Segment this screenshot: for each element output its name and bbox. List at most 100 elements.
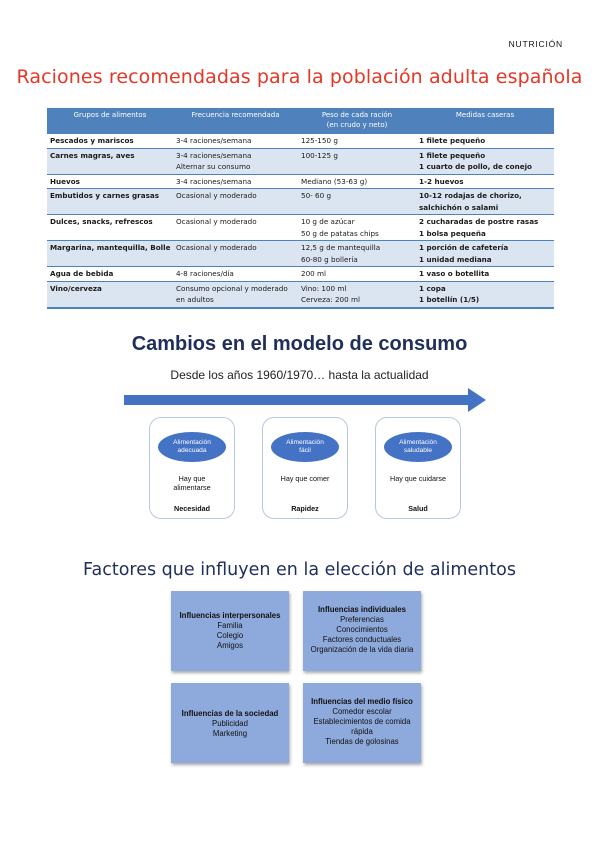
table-row: Agua de bebida 4-8 raciones/día 200 ml 1 va… — [47, 266, 554, 282]
weight-cell-text: Mediano (53-63 g) — [301, 176, 368, 186]
weight-cell-text: Vino: 100 ml — [301, 283, 347, 293]
household-measure-cell-text: 1 copa — [419, 283, 446, 293]
frequency-cell-text: 3-4 raciones/semana — [176, 150, 252, 160]
factor-heading: Influencias de la sociedad — [181, 709, 279, 718]
frequency-cell-text: Consumo opcional y moderado — [176, 283, 288, 293]
table-header-row: Grupos de alimentos Frecuencia recomenda… — [47, 108, 554, 134]
model-description-line: Hay que comer — [280, 474, 330, 483]
household-measure-cell: 1 copa 1 botellín (1/5) — [416, 281, 554, 309]
household-measure-cell-text: 1 filete pequeño — [419, 136, 486, 145]
column-header: Medidas caseras — [416, 108, 554, 134]
frequency-cell: 4-8 raciones/día — [173, 266, 298, 282]
food-group-cell-text: Carnes magras, aves — [50, 150, 135, 160]
frequency-cell-text: 3-4 raciones/semana — [176, 136, 252, 145]
household-measure-cell: 1 vaso o botellita — [416, 266, 554, 282]
frequency-cell-text: en adultos — [176, 295, 214, 304]
rations-table-wrap: Grupos de alimentos Frecuencia recomenda… — [47, 108, 554, 309]
rations-title: Raciones recomendadas para la población … — [16, 66, 583, 88]
table-row: Huevos 3-4 raciones/semana Mediano (53-63 … — [47, 174, 554, 189]
model-keyword: Rapidez — [291, 504, 319, 513]
section-tag: NUTRICIÓN — [508, 39, 563, 49]
weight-cell-text: 50- 60 g — [301, 191, 332, 200]
frequency-cell: Ocasional y moderado — [173, 214, 298, 241]
column-header: Grupos de alimentos — [47, 108, 173, 134]
household-measure-cell: 1 filete pequeño — [416, 134, 554, 149]
food-group-cell-text: Agua de bebida — [50, 269, 114, 278]
household-measure-cell-text: 10-12 rodajas de chorizo, — [419, 191, 522, 200]
household-measure-cell-text: 1 botellín (1/5) — [419, 295, 480, 304]
food-group-cell: Carnes magras, aves — [47, 148, 173, 175]
household-measure-cell-text: 1 filete pequeño — [419, 150, 486, 160]
model-keyword: Salud — [408, 504, 428, 513]
food-group-cell: Vino/cerveza — [47, 281, 173, 309]
consumption-subtitle: Desde los años 1960/1970… hasta la actua… — [170, 368, 429, 382]
household-measure-cell-text: 1 unidad mediana — [419, 254, 492, 264]
household-measure-cell-text: 1 vaso o botellita — [419, 269, 490, 278]
weight-cell-text: 12,5 g de mantequilla — [301, 243, 381, 252]
model-oval-text: saludable — [403, 447, 433, 454]
consumption-title: Cambios en el modelo de consumo — [131, 333, 468, 355]
food-group-cell-text: Huevos — [50, 176, 80, 186]
weight-cell: 50- 60 g — [298, 188, 416, 215]
rations-table: Grupos de alimentos Frecuencia recomenda… — [47, 108, 554, 309]
frequency-cell: 3-4 raciones/semana — [173, 174, 298, 189]
factor-heading: Influencias del medio físico — [311, 697, 413, 706]
household-measure-cell-text: 2 cucharadas de postre rasas — [419, 217, 539, 226]
frequency-cell-text: Ocasional y moderado — [176, 191, 257, 200]
frequency-cell-text: 4-8 raciones/día — [176, 269, 234, 278]
household-measure-cell: 10-12 rodajas de chorizo,salchichón o sa… — [416, 188, 554, 215]
factor-heading: Influencias interpersonales — [179, 611, 281, 620]
food-group-cell: Margarina, mantequilla, Bollería — [47, 240, 173, 267]
factor-item: Establecimientos de comida — [313, 717, 411, 726]
factor-item: Organización de la vida diaria — [310, 645, 414, 654]
food-group-cell-text: Vino/cerveza — [50, 283, 102, 293]
weight-cell-text: 200 ml — [301, 269, 327, 278]
table-row: Pescados y mariscos 3-4 raciones/semana 12… — [47, 134, 554, 149]
food-group-cell: Huevos — [47, 174, 173, 189]
household-measure-cell: 1-2 huevos — [416, 174, 554, 189]
weight-cell: 125-150 g — [298, 134, 416, 149]
model-description-line: alimentarse — [173, 483, 211, 492]
food-group-cell-text: Pescados y mariscos — [50, 136, 134, 145]
food-group-cell: Pescados y mariscos — [47, 134, 173, 149]
model-oval-text: fácil — [299, 447, 311, 454]
frequency-cell: 3-4 raciones/semana — [173, 134, 298, 149]
frequency-cell-text: 3-4 raciones/semana — [176, 176, 252, 186]
factor-item: Conocimientos — [336, 625, 388, 634]
factor-item: Familia — [217, 621, 243, 630]
column-header: Peso de cada ración(en crudo y neto) — [298, 108, 416, 134]
weight-cell: Mediano (53-63 g) — [298, 174, 416, 189]
factor-item: Amigos — [217, 641, 243, 650]
model-oval-text: Alimentación — [286, 439, 324, 446]
food-group-cell-text: Dulces, snacks, refrescos — [50, 217, 153, 226]
food-group-cell: Agua de bebida — [47, 266, 173, 282]
factor-item: Factores conductuales — [322, 635, 402, 644]
weight-cell: 100-125 g — [298, 148, 416, 175]
frequency-cell: Ocasional y moderado — [173, 240, 298, 267]
model-description-line: Hay que — [178, 474, 206, 483]
household-measure-cell-text: 1 bolsa pequeña — [419, 228, 486, 238]
weight-cell-text: 50 g de patatas chips — [301, 228, 379, 238]
food-group-cell: Embutidos y carnes grasas — [47, 188, 173, 215]
timeline-arrow-icon — [124, 388, 486, 412]
model-oval-text: adecuada — [177, 447, 207, 454]
frequency-cell: Consumo opcional y moderado en adultos — [173, 281, 298, 309]
factor-item: Preferencias — [340, 615, 384, 624]
model-description-line: Hay que cuidarse — [390, 474, 446, 483]
factor-item: Publicidad — [212, 719, 248, 728]
